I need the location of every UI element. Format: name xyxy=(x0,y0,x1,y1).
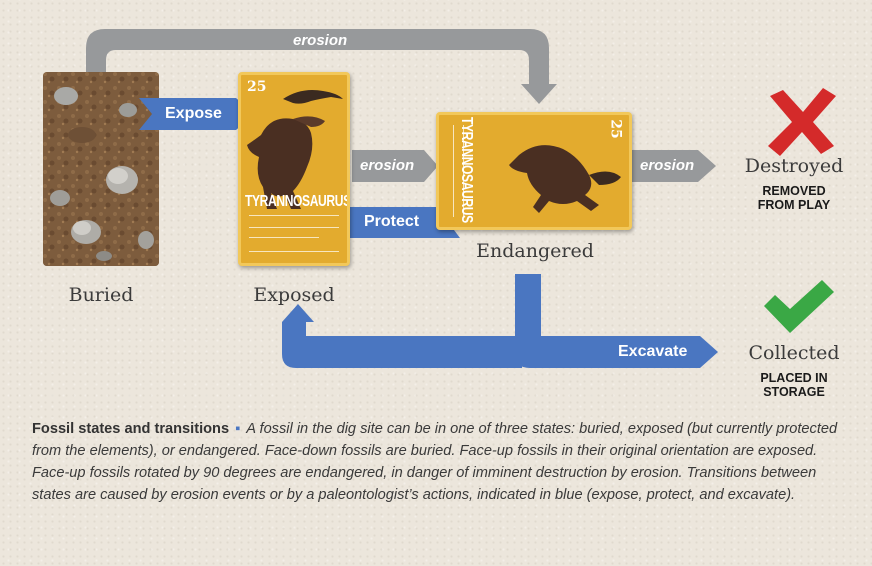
erosion-endangered-to-destroyed-arrow xyxy=(630,150,716,182)
protect-arrow xyxy=(332,207,460,238)
buried-state-label: Buried xyxy=(68,284,134,306)
figure-caption: Fossil states and transitions ▪A fossil i… xyxy=(32,418,844,506)
exposed-card: 25 TYRANNOSAURUS xyxy=(238,72,350,266)
destroyed-sublabel: REMOVED FROM PLAY xyxy=(757,184,831,212)
collected-state-label: Collected xyxy=(748,342,840,364)
erosion-loop-arrow xyxy=(86,29,557,104)
erosion-right-label: erosion xyxy=(640,157,695,174)
endangered-card: 25 TYRANNOSAURUS xyxy=(436,112,632,230)
tyrannosaurus-illustration-rotated xyxy=(509,145,621,213)
erosion-mid-label: erosion xyxy=(360,157,415,174)
tyrannosaurus-illustration xyxy=(247,90,343,209)
exposed-state-label: Exposed xyxy=(253,284,335,306)
destroyed-state-label: Destroyed xyxy=(744,155,844,177)
green-check-icon xyxy=(764,280,834,333)
excavate-label: Excavate xyxy=(618,343,688,360)
erosion-top-label: erosion xyxy=(293,32,348,49)
endangered-card-title: TYRANNOSAURUS xyxy=(458,117,475,223)
collected-sublabel: PLACED IN STORAGE xyxy=(760,371,828,399)
exposed-card-number: 25 xyxy=(247,79,267,95)
buried-card xyxy=(43,72,159,266)
excavate-path-from-endangered xyxy=(515,274,718,368)
protect-label: Protect xyxy=(364,213,420,230)
caption-body: A fossil in the dig site can be in one o… xyxy=(32,421,838,503)
endangered-state-label: Endangered xyxy=(476,240,594,262)
expose-arrow xyxy=(139,98,254,130)
exposed-card-title: TYRANNOSAURUS xyxy=(245,193,350,210)
excavate-path-from-exposed xyxy=(282,304,522,368)
caption-heading: Fossil states and transitions xyxy=(32,421,230,437)
red-x-icon xyxy=(768,88,836,156)
expose-label: Expose xyxy=(165,105,222,122)
erosion-exposed-to-endangered-arrow xyxy=(352,150,438,182)
caption-separator: ▪ xyxy=(235,421,241,437)
